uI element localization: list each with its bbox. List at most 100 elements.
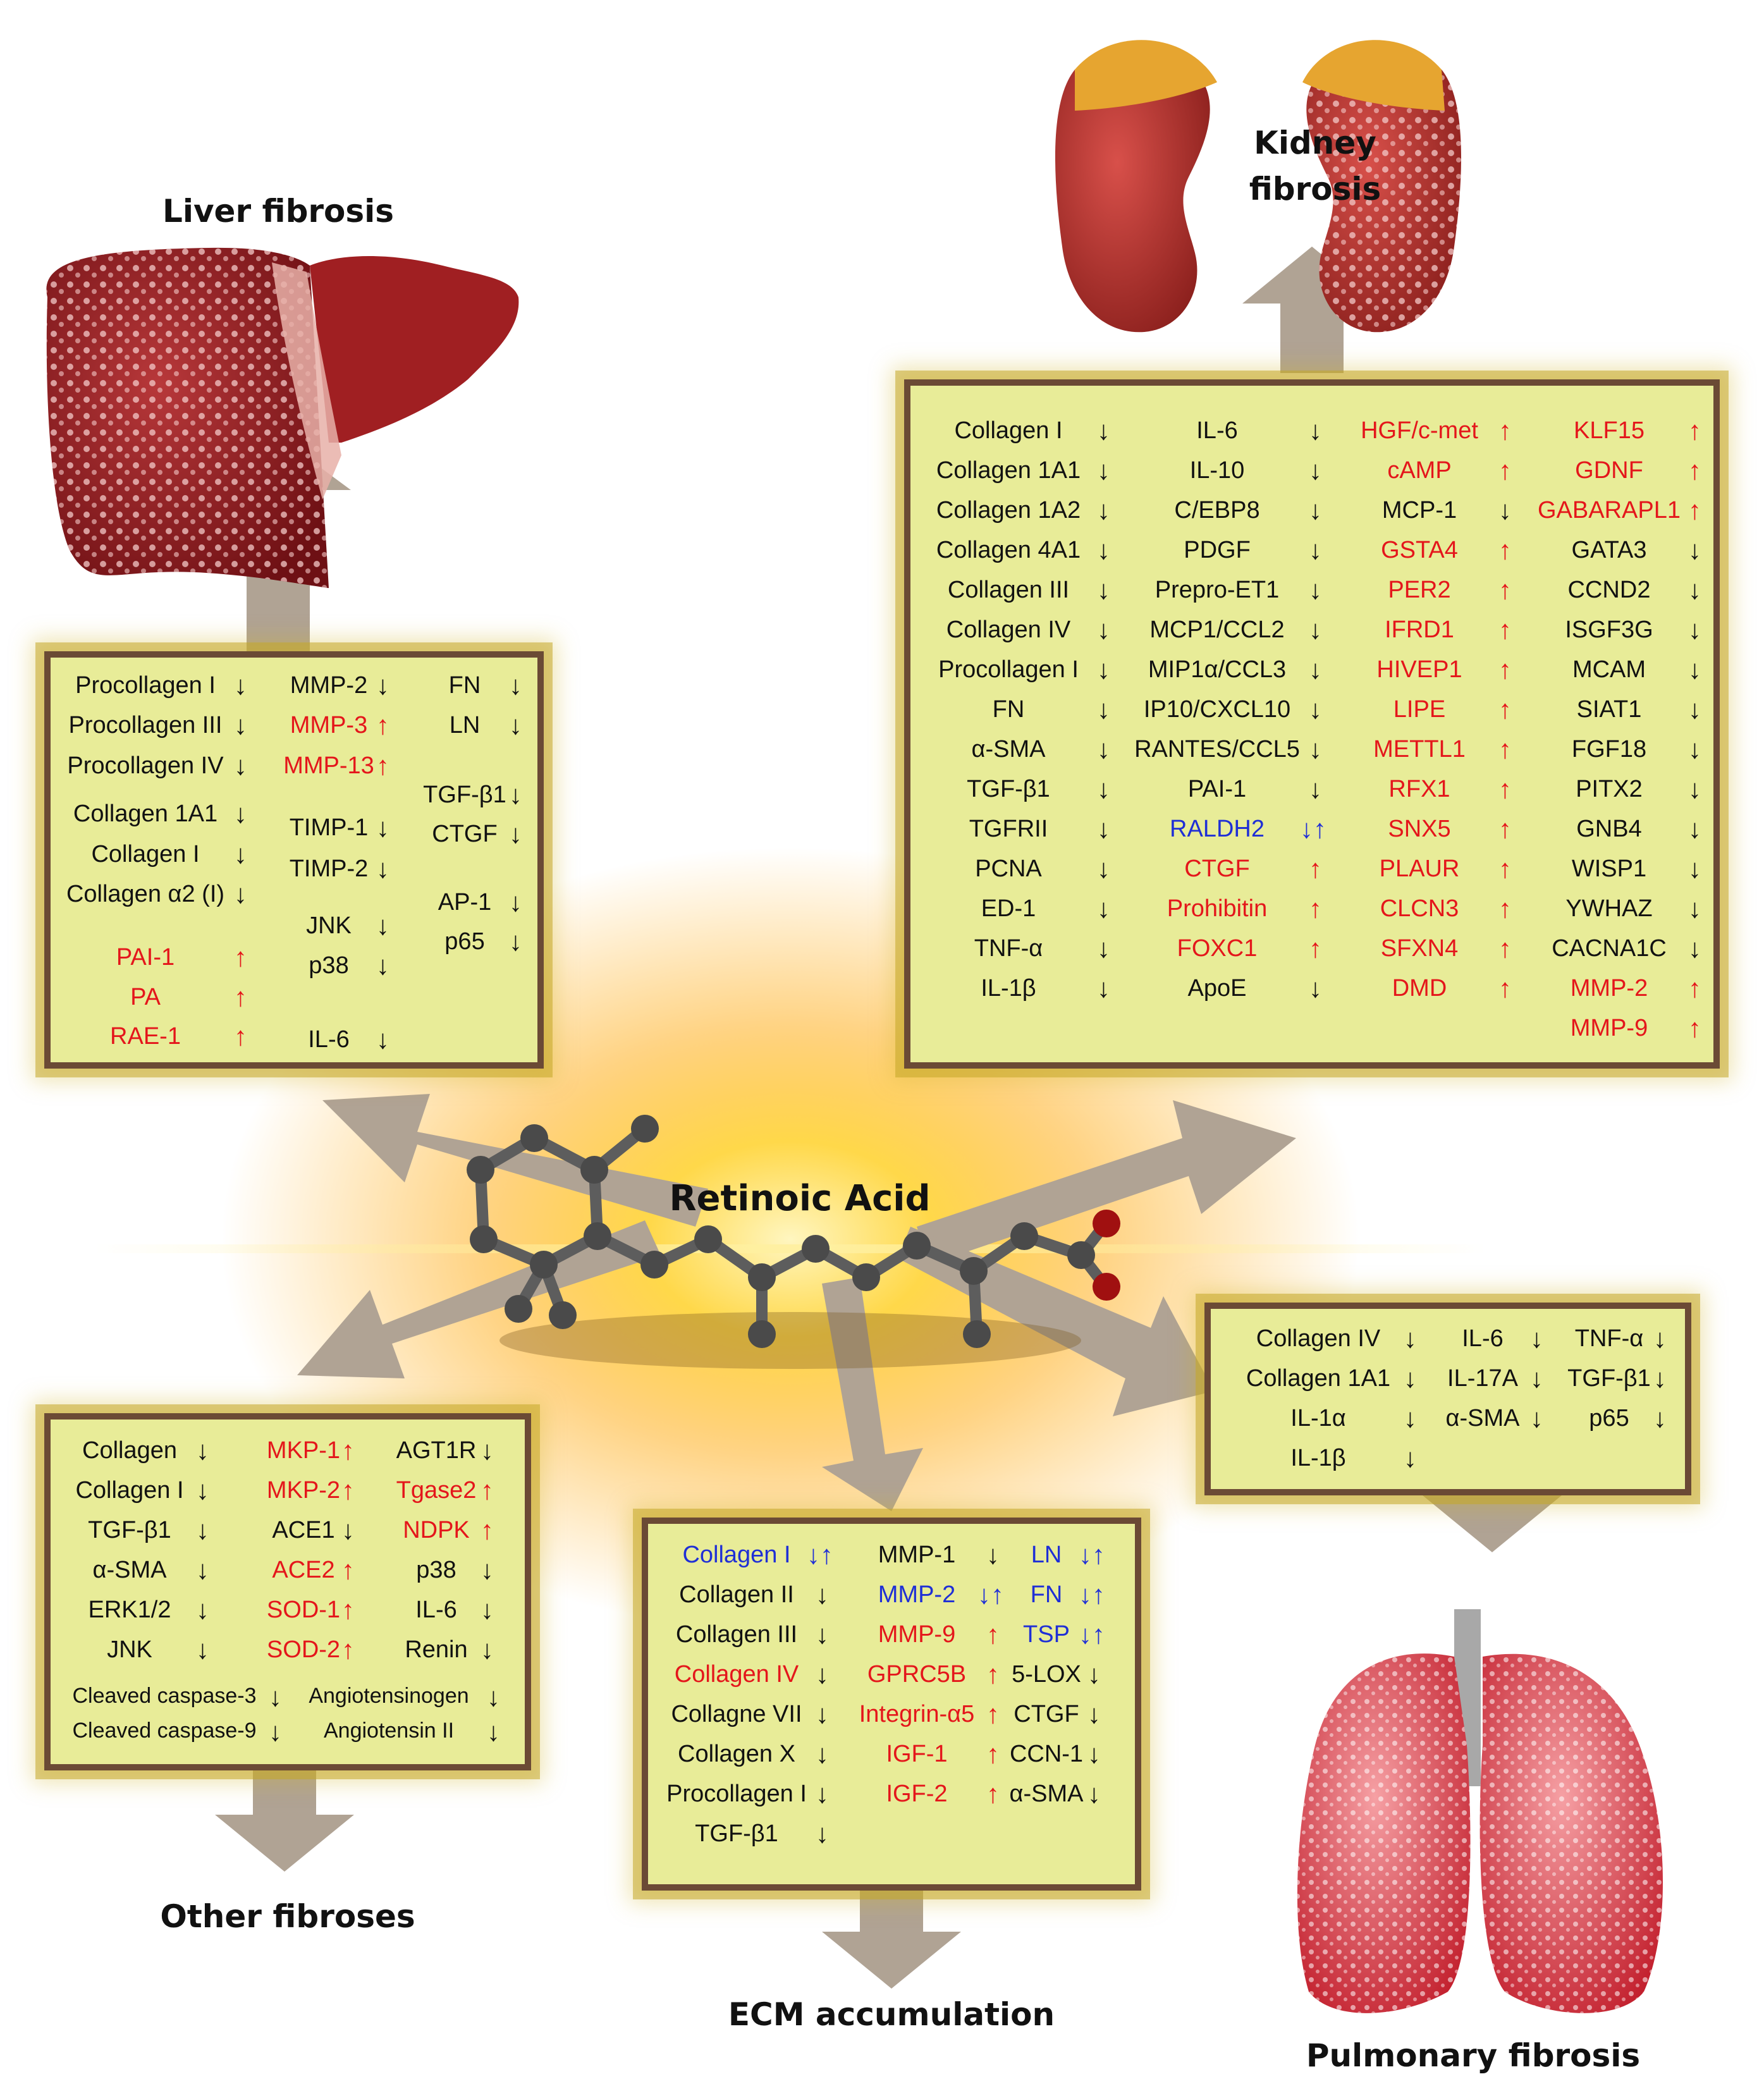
kidney-panel — [904, 379, 1720, 1069]
up-arrow-icon: ↑ — [1688, 1013, 1701, 1043]
ecm-entry: α-SMA↓ — [1005, 1781, 1101, 1807]
down-arrow-icon: ↓ — [1087, 1739, 1101, 1769]
kidney-entry: Collagen IV↓ — [920, 616, 1110, 643]
up-arrow-icon: ↑ — [1688, 973, 1701, 1003]
marker-label: CACNA1C — [1552, 935, 1667, 962]
marker-label: IL-10 — [1189, 457, 1245, 484]
marker-label: JNK — [107, 1636, 152, 1663]
arrow-from-center-down — [822, 1277, 923, 1511]
marker-label: 5-LOX — [1012, 1661, 1081, 1688]
kidney-entry: TNF-α↓ — [920, 935, 1110, 962]
down-arrow-icon: ↓ — [1688, 734, 1701, 764]
down-arrow-icon: ↓ — [196, 1595, 209, 1624]
marker-label: ACE2 — [272, 1557, 335, 1583]
kidney-entry: MMP-2↑ — [1530, 975, 1701, 1002]
up-arrow-icon: ↑ — [986, 1659, 1000, 1689]
ecm-entry: LN↓↑ — [1005, 1542, 1105, 1568]
other-entry: TGF-β1↓ — [60, 1517, 209, 1543]
ecm-entry: CTGF↓ — [1005, 1701, 1101, 1727]
center-label: Retinoic Acid — [669, 1178, 931, 1219]
down-arrow-icon: ↓ — [341, 1515, 355, 1545]
marker-label: AGT1R — [396, 1437, 477, 1464]
pulmonary-fibrosis-title: Pulmonary fibrosis — [1306, 2037, 1641, 2074]
kidney-entry: RANTES/CCL5↓ — [1125, 736, 1322, 763]
down-arrow-icon: ↓ — [509, 670, 522, 700]
kidney-entry: MCP-1↓ — [1340, 497, 1512, 524]
marker-label: MCP1/CCL2 — [1149, 616, 1285, 643]
liver-entry: p65↓ — [420, 928, 522, 955]
down-arrow-icon: ↓ — [1404, 1443, 1417, 1473]
marker-label: HGF/c-met — [1361, 417, 1478, 444]
marker-label: CTGF — [432, 821, 498, 847]
marker-label: PER2 — [1388, 577, 1451, 603]
up-arrow-icon: ↑ — [1498, 774, 1512, 804]
down-arrow-icon: ↓ — [234, 879, 247, 909]
ecm-entry: Collagen X↓ — [658, 1741, 829, 1767]
marker-label: ED-1 — [981, 895, 1036, 922]
liver-entry: RAE-1↑ — [60, 1023, 247, 1050]
down-arrow-icon: ↓ — [1097, 455, 1110, 485]
marker-label: PITX2 — [1576, 776, 1643, 802]
liver-panel — [44, 651, 544, 1069]
down-arrow-icon: ↓ — [1530, 1363, 1543, 1393]
down-arrow-icon: ↓ — [1087, 1779, 1101, 1808]
down-arrow-icon: ↓ — [481, 1555, 494, 1585]
ecm-entry: MMP-2↓↑ — [841, 1581, 1004, 1608]
liver-entry: Collagen I↓ — [60, 841, 247, 868]
ecm-entry: MMP-9↑ — [841, 1621, 1000, 1648]
lung-entry: α-SMA↓ — [1435, 1405, 1543, 1432]
marker-label: KLF15 — [1574, 417, 1645, 444]
marker-label: Procollagen III — [68, 712, 223, 739]
marker-label: SNX5 — [1388, 816, 1451, 842]
up-down-arrow-icon: ↓↑ — [977, 1579, 1004, 1609]
marker-label: NDPK — [403, 1517, 470, 1543]
up-arrow-icon: ↑ — [341, 1555, 355, 1585]
down-arrow-icon: ↓ — [1309, 535, 1322, 565]
marker-label: IL-6 — [415, 1597, 457, 1623]
marker-label: TGF-β1 — [423, 782, 506, 808]
kidney-entry: TGFRII↓ — [920, 816, 1110, 842]
other-entry: ERK1/2↓ — [60, 1597, 209, 1623]
marker-label: IL-1β — [1290, 1445, 1346, 1471]
ecm-accumulation-title: ECM accumulation — [728, 1996, 1055, 2033]
kidney-entry: IP10/CXCL10↓ — [1125, 696, 1322, 723]
down-arrow-icon: ↓ — [986, 1540, 1000, 1569]
up-arrow-icon: ↑ — [986, 1619, 1000, 1649]
marker-label: Collagen 1A1 — [936, 457, 1081, 484]
molecule-shadow — [499, 1312, 1081, 1369]
down-arrow-icon: ↓ — [376, 1024, 389, 1054]
ecm-entry: Collagen II↓ — [658, 1581, 829, 1608]
marker-label: Angiotensinogen — [309, 1684, 469, 1708]
kidney-entry: WISP1↓ — [1530, 856, 1701, 882]
down-arrow-icon: ↓ — [1688, 814, 1701, 843]
ecm-entry: CCN-1↓ — [1005, 1741, 1101, 1767]
down-arrow-icon: ↓ — [1309, 654, 1322, 684]
arrow-to-ecm — [822, 1887, 961, 1989]
down-arrow-icon: ↓ — [1688, 774, 1701, 804]
marker-label: FGF18 — [1571, 736, 1647, 763]
marker-label: GABARAPL1 — [1538, 497, 1681, 524]
down-arrow-icon: ↓ — [509, 710, 522, 740]
down-arrow-icon: ↓ — [196, 1475, 209, 1505]
marker-label: MMP-3 — [290, 712, 368, 739]
up-arrow-icon: ↑ — [1688, 495, 1701, 525]
kidney-entry: YWHAZ↓ — [1530, 895, 1701, 922]
marker-label: Collagen I — [91, 841, 200, 868]
marker-label: α-SMA — [1445, 1405, 1520, 1432]
ecm-entry: MMP-1↓ — [841, 1542, 1000, 1568]
lens-flare — [95, 1244, 1486, 1253]
up-arrow-icon: ↑ — [1498, 854, 1512, 883]
up-arrow-icon: ↑ — [234, 982, 247, 1012]
ecm-entry: Integrin-α5↑ — [841, 1701, 1000, 1727]
down-arrow-icon: ↓ — [1309, 575, 1322, 604]
down-arrow-icon: ↓ — [1097, 575, 1110, 604]
kidney-entry: SNX5↑ — [1340, 816, 1512, 842]
marker-label: Collagen 1A1 — [1246, 1365, 1391, 1392]
marker-label: Collagen I — [682, 1542, 791, 1568]
marker-label: LN — [1031, 1542, 1062, 1568]
marker-label: HIVEP1 — [1376, 656, 1462, 683]
marker-label: IL-1β — [981, 975, 1036, 1002]
marker-label: C/EBP8 — [1174, 497, 1260, 524]
down-arrow-icon: ↓ — [376, 854, 389, 883]
marker-label: YWHAZ — [1565, 895, 1653, 922]
